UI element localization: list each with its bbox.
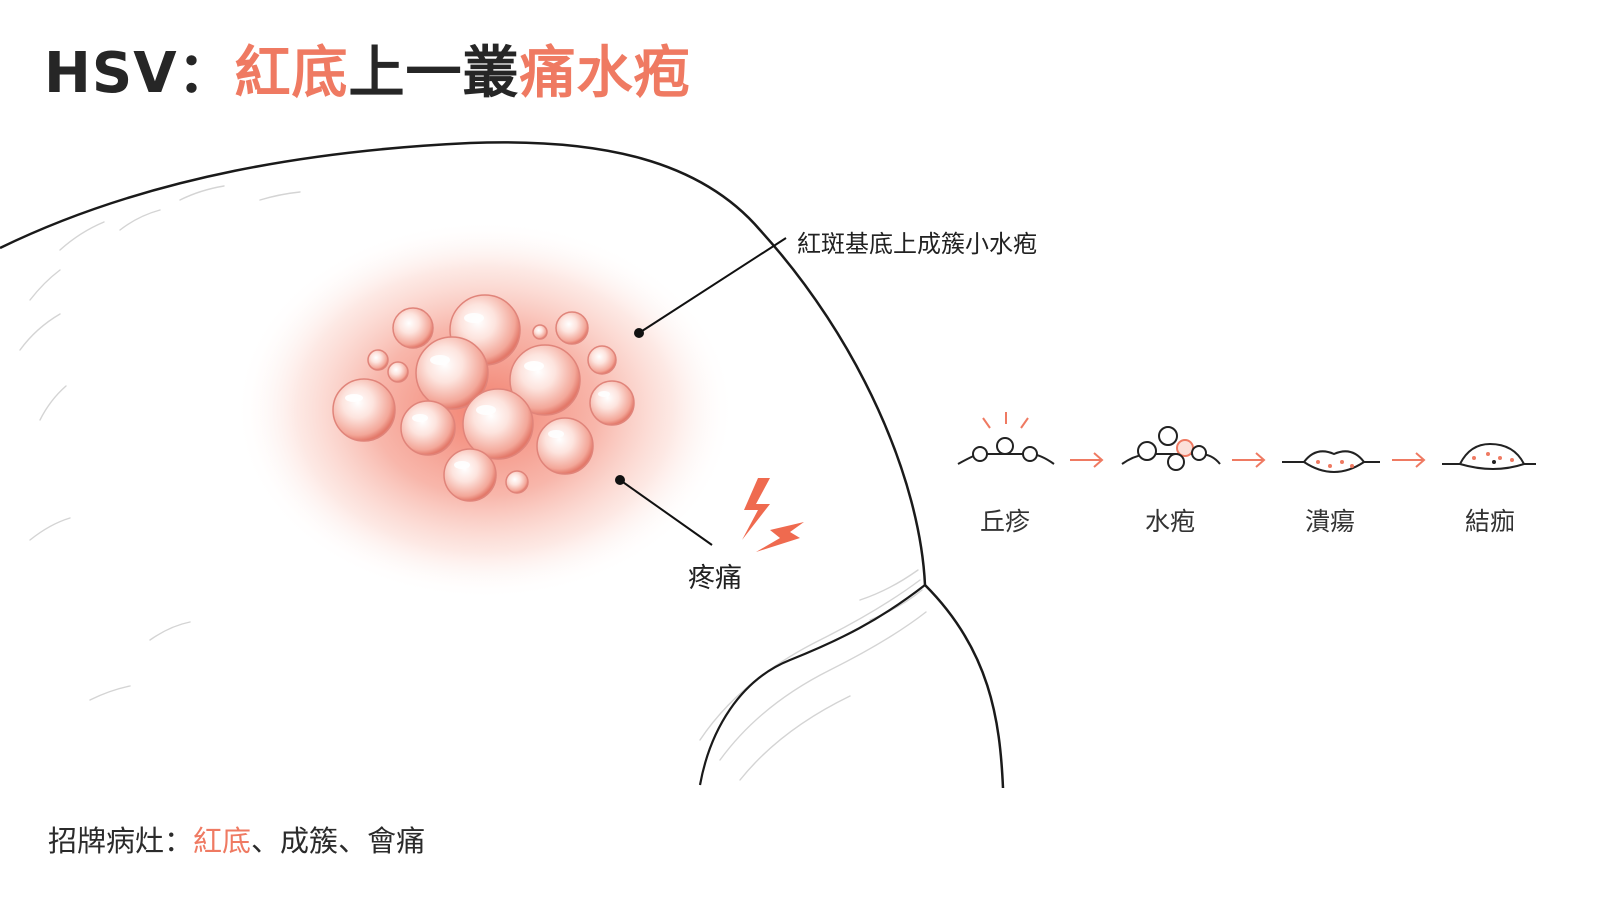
stage-ulcer-icon xyxy=(1282,450,1380,473)
stage-vesicle-icon xyxy=(1121,426,1221,471)
vesicle xyxy=(332,378,396,442)
page-title: HSV：紅底上一叢痛水疱 xyxy=(44,28,691,109)
vesicle xyxy=(505,470,529,494)
cluster-annotation: 紅斑基底上成簇小水疱 xyxy=(797,230,1037,258)
vesicle xyxy=(367,349,389,371)
stage-label-crust: 結痂 xyxy=(1464,507,1515,536)
footer-prefix: 招牌病灶： xyxy=(48,824,194,858)
pain-pointer-dot xyxy=(615,475,625,485)
leader-lines xyxy=(619,237,787,546)
stage-crust-icon xyxy=(1442,442,1536,470)
stage-label-vesicle: 水疱 xyxy=(1144,507,1195,536)
footer-sep-2: 、 xyxy=(338,824,368,858)
vesicle xyxy=(387,361,409,383)
vesicle xyxy=(443,448,497,502)
footer-painful: 會痛 xyxy=(367,824,426,858)
vesicle xyxy=(400,400,456,456)
footer-red-base: 紅底 xyxy=(193,824,252,858)
stage-label-ulcer: 潰瘍 xyxy=(1304,507,1355,536)
stage-label-papule: 丘疹 xyxy=(979,507,1030,536)
stage-arrow xyxy=(1232,452,1266,468)
title-red-base: 紅底 xyxy=(234,41,349,106)
vesicle xyxy=(532,324,548,340)
footer-clustered: 成簇 xyxy=(280,824,339,858)
vesicle-cluster xyxy=(332,294,635,502)
pain-annotation: 疼痛 xyxy=(688,563,742,594)
stage-arrow xyxy=(1392,452,1426,468)
skin-texture xyxy=(19,185,927,781)
vesicle xyxy=(415,336,489,410)
cluster-pointer-dot xyxy=(634,328,644,338)
title-cluster: 上一叢 xyxy=(348,41,520,106)
vesicle-highlights xyxy=(345,313,610,469)
vesicle xyxy=(392,307,434,349)
signature-lesion-summary: 招牌病灶：紅底、成簇、會痛 xyxy=(48,818,425,860)
stage-arrow xyxy=(1070,452,1104,468)
vesicle xyxy=(589,380,635,426)
footer-sep-1: 、 xyxy=(251,824,281,858)
stage-papule-icon xyxy=(957,412,1055,465)
title-prefix: HSV： xyxy=(44,41,235,106)
pain-bolt-icon xyxy=(742,478,804,552)
vesicle xyxy=(587,345,617,375)
vesicle xyxy=(536,417,594,475)
vesicle xyxy=(555,311,589,345)
skin-outline xyxy=(0,141,1005,789)
title-painful-vesicles: 痛水疱 xyxy=(519,41,691,106)
skin-fold xyxy=(698,584,926,786)
